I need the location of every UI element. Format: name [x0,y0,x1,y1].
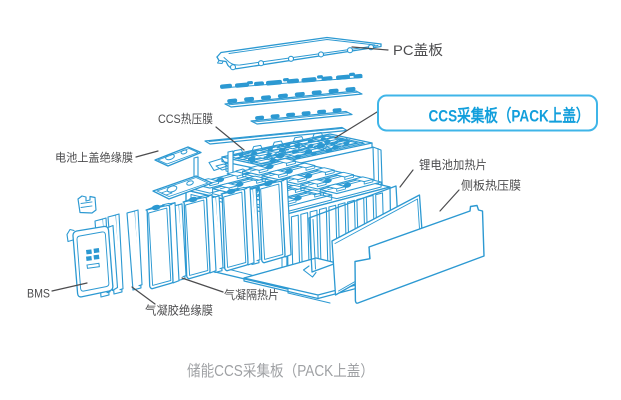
svg-text:气凝隔热片: 气凝隔热片 [224,288,279,302]
svg-text:BMS: BMS [27,289,50,301]
svg-text:储能CCS采集板（PACK上盖）: 储能CCS采集板（PACK上盖） [187,362,374,380]
svg-text:锂电池加热片: 锂电池加热片 [419,157,487,172]
svg-text:侧板热压膜: 侧板热压膜 [461,179,521,193]
svg-text:气凝胶绝缘膜: 气凝胶绝缘膜 [145,304,213,318]
svg-text:CCS热压膜: CCS热压膜 [158,112,213,126]
svg-text:电池上盖绝缘膜: 电池上盖绝缘膜 [55,151,133,165]
svg-text:PC盖板: PC盖板 [393,42,443,58]
svg-text:CCS采集板（PACK上盖）: CCS采集板（PACK上盖） [429,106,590,126]
